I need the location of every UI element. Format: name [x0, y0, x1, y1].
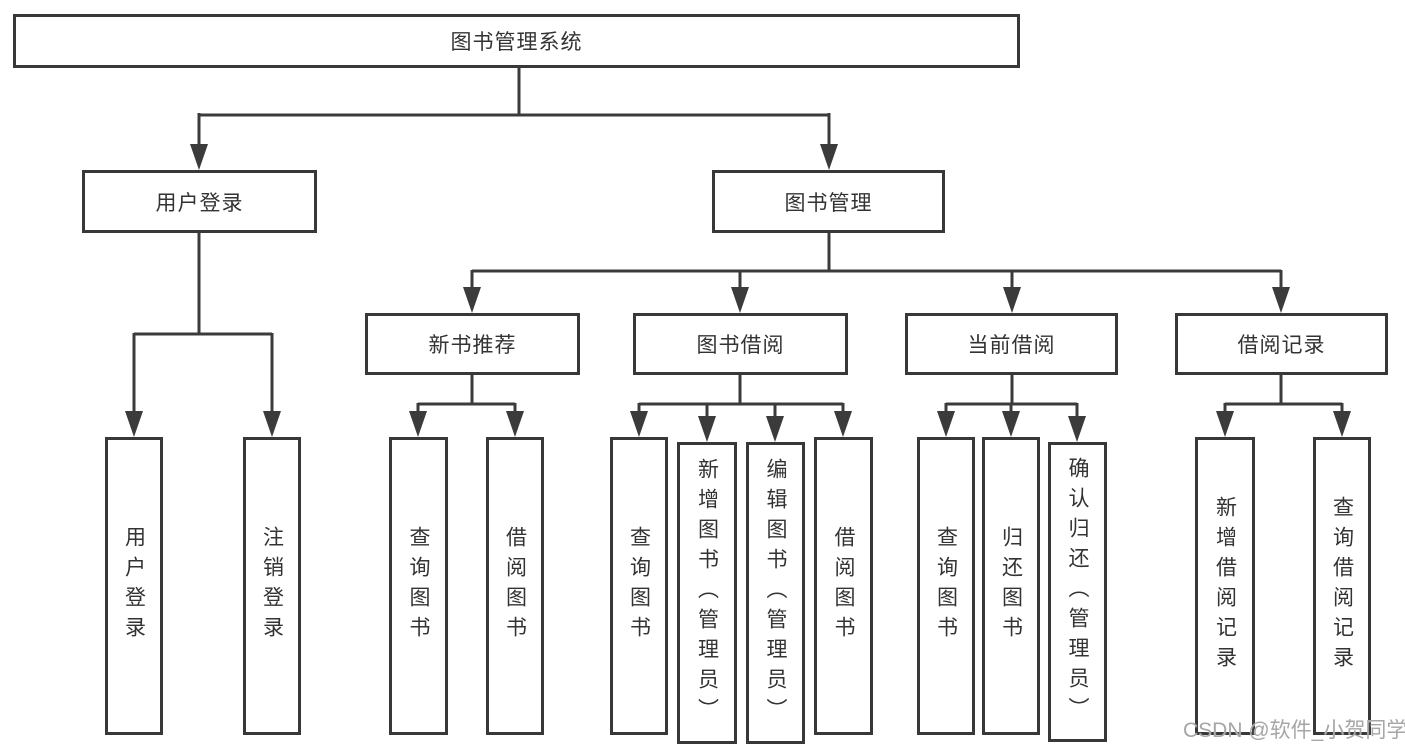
node-current-borrowing-label: 当前借阅 — [967, 334, 1056, 357]
leaf-query-borrow-record: 查询借阅记录 — [1313, 437, 1371, 735]
node-book-management-label: 图书管理 — [784, 191, 873, 215]
leaf-borrow-books-recommend: 借阅图书 — [486, 437, 544, 735]
node-book-borrowing: 图书借阅 — [633, 313, 848, 375]
node-new-book-recommendation-label: 新书推荐 — [428, 334, 517, 357]
leaf-user-login-label: 用户登录 — [122, 526, 146, 646]
leaf-user-login: 用户登录 — [105, 437, 163, 735]
leaf-return-book: 归还图书 — [982, 437, 1040, 735]
leaf-add-book-admin-label: 新增图书（管理员） — [695, 458, 719, 728]
leaf-borrow-books-recommend-label: 借阅图书 — [503, 526, 527, 646]
leaf-query-borrow-record-label: 查询借阅记录 — [1330, 496, 1354, 676]
leaf-return-book-label: 归还图书 — [999, 526, 1023, 646]
node-new-book-recommendation: 新书推荐 — [365, 313, 580, 375]
leaf-add-book-admin: 新增图书（管理员） — [677, 442, 737, 744]
node-current-borrowing: 当前借阅 — [905, 313, 1118, 375]
leaf-query-books-recommend-label: 查询图书 — [407, 526, 430, 646]
leaf-query-books-current-label: 查询图书 — [934, 526, 958, 646]
leaf-query-books-current: 查询图书 — [917, 437, 975, 735]
node-borrowing-records-label: 借阅记录 — [1237, 334, 1326, 357]
leaf-query-books-recommend: 查询图书 — [389, 437, 448, 735]
leaf-add-borrow-record: 新增借阅记录 — [1195, 437, 1255, 735]
leaf-query-books-borrowing-label: 查询图书 — [627, 526, 651, 646]
leaf-confirm-return-admin: 确认归还（管理员） — [1048, 442, 1107, 742]
node-root-label: 图书管理系统 — [450, 31, 583, 54]
node-borrowing-records: 借阅记录 — [1175, 313, 1388, 375]
leaf-edit-book-admin-label: 编辑图书（管理员） — [764, 458, 787, 728]
node-book-management: 图书管理 — [712, 170, 945, 233]
leaf-add-borrow-record-label: 新增借阅记录 — [1213, 496, 1237, 676]
leaf-confirm-return-admin-label: 确认归还（管理员） — [1066, 457, 1089, 727]
leaf-logout: 注销登录 — [243, 437, 301, 735]
node-user-login: 用户登录 — [82, 170, 317, 233]
leaf-edit-book-admin: 编辑图书（管理员） — [746, 442, 805, 744]
leaf-borrow-books-borrowing-label: 借阅图书 — [832, 526, 855, 646]
leaf-query-books-borrowing: 查询图书 — [610, 437, 668, 735]
leaf-borrow-books-borrowing: 借阅图书 — [814, 437, 873, 735]
leaf-logout-label: 注销登录 — [260, 526, 284, 646]
node-root: 图书管理系统 — [13, 14, 1020, 68]
watermark-text: CSDN @软件_小贺同学 — [1183, 719, 1405, 742]
node-user-login-label: 用户登录 — [155, 191, 244, 215]
node-book-borrowing-label: 图书借阅 — [696, 334, 785, 357]
